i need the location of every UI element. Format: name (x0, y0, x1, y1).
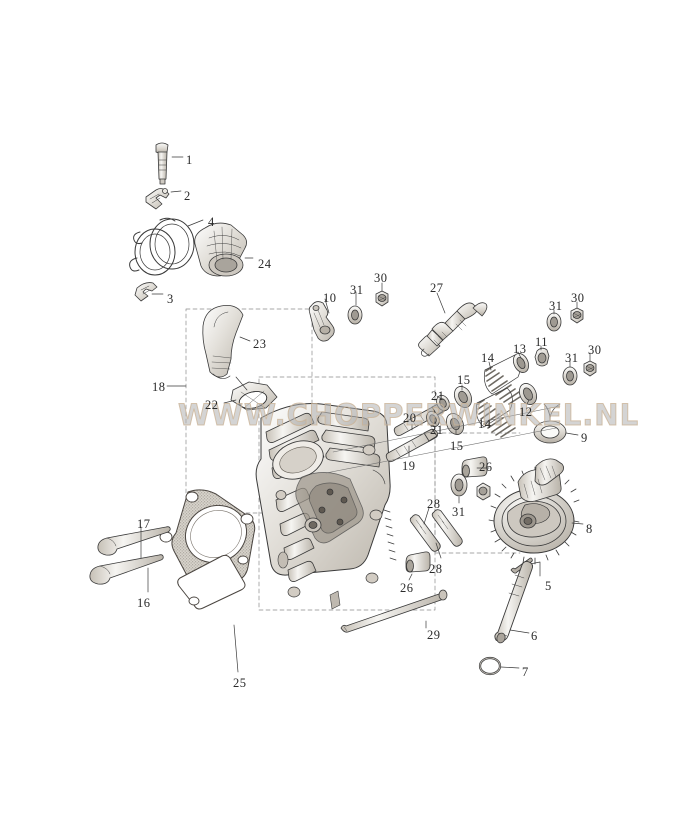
part-rocker-arm-10 (308, 301, 335, 342)
part-clamp-2 (145, 188, 170, 210)
callout-30b: 30 (571, 291, 585, 305)
part-spark-plug-27 (418, 302, 488, 357)
callout-14a: 14 (481, 351, 495, 365)
callout-13: 13 (513, 342, 527, 356)
part-valve-16 (89, 554, 164, 585)
callout-21a: 21 (431, 389, 445, 403)
callout-21b: 21 (430, 423, 444, 437)
callout-15a: 15 (457, 373, 471, 387)
callout-7: 7 (522, 665, 529, 679)
callout-16: 16 (137, 596, 151, 610)
callout-18: 18 (152, 380, 166, 394)
callout-30a: 30 (374, 271, 388, 285)
callout-28a: 28 (427, 497, 441, 511)
part-oring-7 (478, 656, 502, 676)
callout-28b: 28 (429, 562, 443, 576)
part-nut-30a (375, 290, 389, 307)
callout-31c: 31 (565, 351, 579, 365)
part-connector-24 (194, 222, 247, 277)
callout-17: 17 (137, 517, 151, 531)
part-gasket-22 (230, 381, 278, 411)
part-locknut-21b (426, 410, 440, 428)
callout-5: 5 (545, 579, 552, 593)
callout-26b: 26 (400, 581, 414, 595)
callout-31a: 31 (350, 283, 364, 297)
part-washer-31a (347, 305, 363, 325)
callout-4: 4 (208, 215, 215, 229)
callout-15b: 15 (450, 439, 464, 453)
part-stud-28b (431, 509, 463, 547)
callout-8: 8 (586, 522, 593, 536)
part-washer-31b (546, 312, 562, 332)
callout-22: 22 (205, 398, 219, 412)
part-nut-30c (583, 360, 597, 377)
callout-19: 19 (402, 459, 416, 473)
part-dowel-26b (405, 551, 431, 573)
part-locknut-21a (436, 394, 450, 412)
part-adjuster-19 (385, 428, 439, 463)
part-clip-3 (134, 282, 158, 302)
callout-6: 6 (531, 629, 538, 643)
part-valve-17 (97, 526, 171, 556)
part-spring-seat-13 (512, 353, 530, 373)
part-cam-sprocket-8 (488, 458, 580, 565)
callout-27: 27 (430, 281, 444, 295)
callout-2: 2 (184, 189, 191, 203)
part-bolt-1 (155, 142, 169, 185)
part-nut-30d (476, 482, 491, 501)
part-washer-31c (562, 366, 578, 386)
part-cotter-11 (534, 347, 550, 367)
callout-24: 24 (258, 257, 272, 271)
part-washer-9 (533, 420, 567, 444)
callout-23: 23 (253, 337, 267, 351)
callout-11: 11 (535, 335, 549, 349)
part-head-gasket-25 (159, 489, 256, 610)
callout-30c: 30 (588, 343, 602, 357)
part-washer-31d (450, 473, 468, 497)
part-hose-clamps-4 (129, 217, 195, 276)
callout-29: 29 (427, 628, 441, 642)
callout-31b: 31 (549, 299, 563, 313)
part-sealwasher-15a (453, 386, 473, 408)
callout-26a: 26 (479, 460, 493, 474)
callout-1: 1 (186, 153, 193, 167)
part-longbolt-29 (340, 589, 448, 633)
callout-3: 3 (167, 292, 174, 306)
callout-10: 10 (323, 291, 337, 305)
callout-31d: 31 (452, 505, 466, 519)
callout-25: 25 (233, 676, 247, 690)
part-cylinder-head (255, 403, 397, 610)
part-retainer-12 (518, 383, 538, 405)
part-inlet-pipe-23 (202, 305, 244, 379)
callout-9: 9 (581, 431, 588, 445)
part-nut-30b (570, 307, 584, 324)
callout-12: 12 (519, 405, 533, 419)
part-rocker-shaft-6 (494, 560, 534, 644)
callout-20: 20 (403, 411, 417, 425)
callout-14b: 14 (478, 417, 492, 431)
part-valve-spring-14b (475, 387, 516, 438)
